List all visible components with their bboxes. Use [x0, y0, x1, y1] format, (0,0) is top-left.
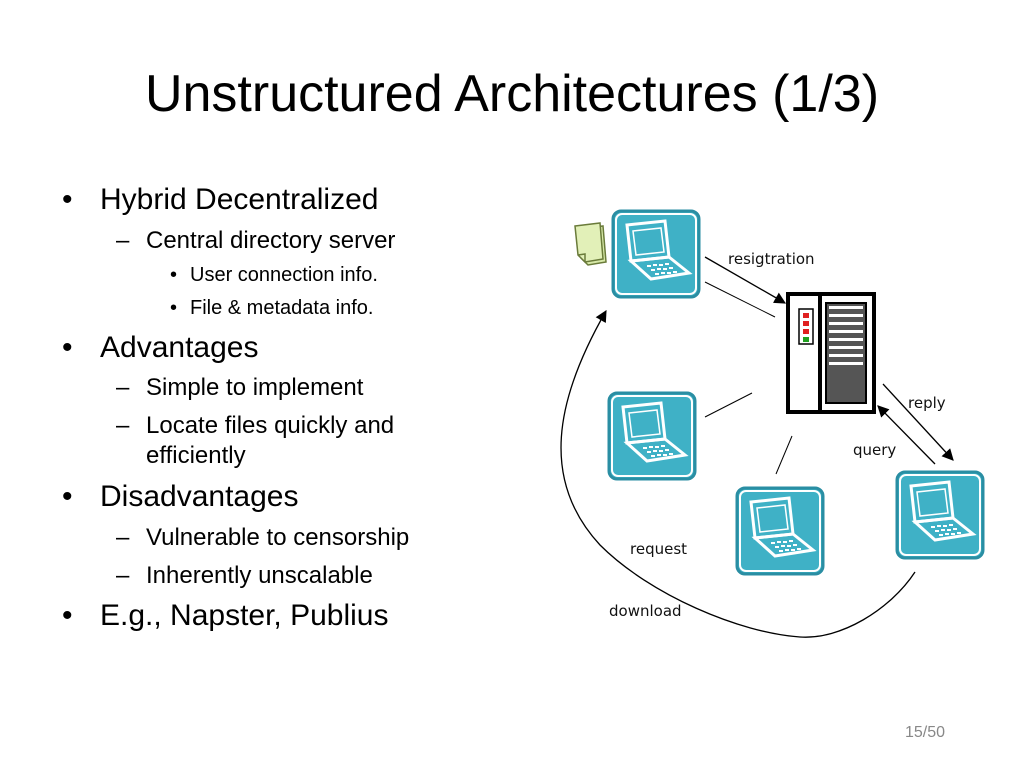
label-download: download [609, 602, 682, 620]
bullet-dot: • [170, 264, 178, 286]
bullet-dash: – [116, 227, 130, 254]
bullet-user-connection-info: User connection info. [190, 264, 378, 286]
download-arrow [560, 309, 916, 638]
bullet-examples: E.g., Napster, Publius [100, 599, 389, 632]
bullet-advantages: Advantages [100, 331, 259, 364]
laptop-peer-icon [895, 470, 985, 560]
laptop-peer-icon [735, 486, 825, 576]
connection-line [704, 392, 753, 418]
directory-server-icon [786, 292, 876, 414]
connection-line [775, 435, 793, 475]
bullet-dash: – [116, 374, 130, 401]
label-query: query [853, 441, 896, 459]
query-arrow [877, 405, 936, 465]
bullet-dash: – [116, 412, 130, 439]
bullet-simple-to-implement: Simple to implement [146, 374, 364, 401]
connection-line [704, 281, 776, 318]
bullet-dash: – [116, 562, 130, 589]
label-registration: resigtration [728, 250, 815, 268]
page-number: 15/50 [905, 724, 946, 741]
laptop-peer-icon [611, 209, 701, 299]
bullet-dot: • [62, 331, 73, 364]
bullet-locate-files-line1: Locate files quickly and [146, 412, 395, 439]
bullet-central-directory-server: Central directory server [146, 227, 396, 254]
bullet-dash: – [116, 524, 130, 551]
bullet-file-metadata-info: File & metadata info. [190, 297, 374, 319]
bullet-dot: • [62, 599, 73, 632]
bullet-dot: • [62, 480, 73, 513]
bullet-vulnerable-to-censorship: Vulnerable to censorship [146, 524, 410, 551]
reply-arrow [882, 383, 954, 461]
bullet-disadvantages: Disadvantages [100, 480, 299, 513]
label-reply: reply [908, 394, 946, 412]
registration-arrow [704, 256, 787, 304]
slide-title: Unstructured Architectures (1/3) [144, 65, 880, 123]
bullet-hybrid-decentralized: Hybrid Decentralized [100, 183, 379, 216]
bullet-inherently-unscalable: Inherently unscalable [146, 562, 373, 589]
bullet-dot: • [62, 183, 73, 216]
bullet-locate-files-line2: efficiently [146, 442, 246, 469]
document-icon [574, 222, 607, 266]
laptop-peer-icon [607, 391, 697, 481]
bullet-list: • Hybrid Decentralized – Central directo… [0, 0, 520, 700]
bullet-dot: • [170, 297, 178, 319]
label-request: request [630, 540, 687, 558]
